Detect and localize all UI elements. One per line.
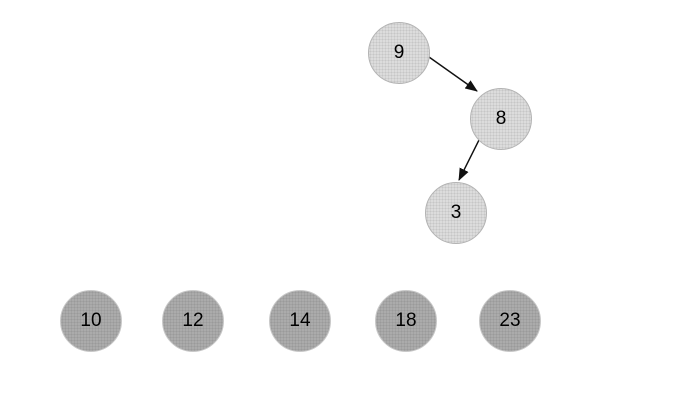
tree-node-3-label: 3 — [450, 202, 462, 223]
tree-node-9: 9 — [368, 22, 430, 84]
tree-node-8-label: 8 — [495, 108, 507, 129]
array-node-14: 14 — [269, 290, 331, 352]
tree-node-3: 3 — [425, 182, 487, 244]
array-node-14-label: 14 — [289, 310, 311, 331]
tree-node-8: 8 — [470, 88, 532, 150]
array-node-23: 23 — [479, 290, 541, 352]
array-node-12-label: 12 — [182, 310, 204, 331]
array-node-18: 18 — [375, 290, 437, 352]
array-node-10-label: 10 — [80, 310, 102, 331]
edge-arrow-9-to-8 — [428, 56, 478, 92]
array-node-18-label: 18 — [395, 310, 417, 331]
array-node-23-label: 23 — [499, 310, 521, 331]
array-node-10: 10 — [60, 290, 122, 352]
edge-arrow-8-to-3 — [458, 139, 480, 181]
array-node-12: 12 — [162, 290, 224, 352]
tree-node-9-label: 9 — [393, 42, 405, 63]
